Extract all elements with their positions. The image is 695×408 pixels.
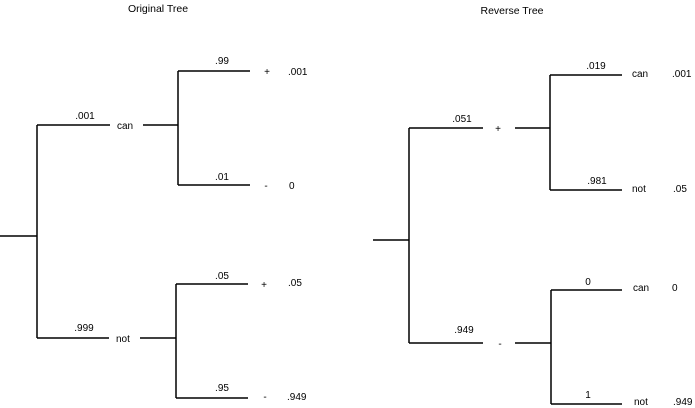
original-leaf-not-minus-joint: .949 <box>287 392 307 403</box>
original-leaf-can-plus-sign: + <box>264 67 270 78</box>
reverse-leaf-plus-not-joint: .05 <box>673 184 687 195</box>
original-leaf-not-plus-probability: .05 <box>215 271 229 282</box>
original-tree-title: Original Tree <box>128 3 188 15</box>
reverse-leaf-plus-not-label: not <box>632 184 646 195</box>
reverse-leaf-minus-not-joint: .949 <box>673 397 693 408</box>
reverse-leaf-plus-can-joint: .001 <box>672 69 692 80</box>
reverse-tree: Reverse Tree .051 + .019 can .001 .981 n… <box>373 5 693 408</box>
reverse-leaf-minus-not-probability: 1 <box>585 390 591 401</box>
reverse-node-minus-label: - <box>498 339 501 350</box>
original-leaf-not-minus-sign: - <box>263 392 266 403</box>
reverse-leaf-plus-not-probability: .981 <box>587 176 607 187</box>
original-leaf-not-minus-probability: .95 <box>215 383 229 394</box>
reverse-leaf-minus-not-label: not <box>634 397 648 408</box>
original-leaf-can-minus-joint: 0 <box>289 181 295 192</box>
original-leaf-can-minus-probability: .01 <box>215 172 229 183</box>
reverse-branch-minus-probability: .949 <box>454 325 474 336</box>
reverse-leaf-plus-can-probability: .019 <box>586 61 606 72</box>
reverse-leaf-plus-can-label: can <box>632 69 648 80</box>
original-node-can-label: can <box>117 121 133 132</box>
original-node-not-label: not <box>116 334 130 345</box>
original-branch-can-probability: .001 <box>75 111 95 122</box>
original-leaf-not-plus-joint: .05 <box>288 278 302 289</box>
reverse-leaf-minus-can-label: can <box>633 283 649 294</box>
reverse-leaf-minus-can-probability: 0 <box>585 277 591 288</box>
original-leaf-not-plus-sign: + <box>261 280 267 291</box>
original-leaf-can-plus-probability: .99 <box>215 56 229 67</box>
original-leaf-can-minus-sign: - <box>264 181 267 192</box>
original-tree: Original Tree .001 can .99 + .001 .01 - … <box>0 3 308 403</box>
reverse-node-plus-label: + <box>495 124 501 135</box>
reverse-tree-title: Reverse Tree <box>480 5 543 17</box>
original-leaf-can-plus-joint: .001 <box>288 67 308 78</box>
reverse-leaf-minus-can-joint: 0 <box>672 283 678 294</box>
original-branch-not-probability: .999 <box>74 323 94 334</box>
reverse-branch-plus-probability: .051 <box>452 114 472 125</box>
